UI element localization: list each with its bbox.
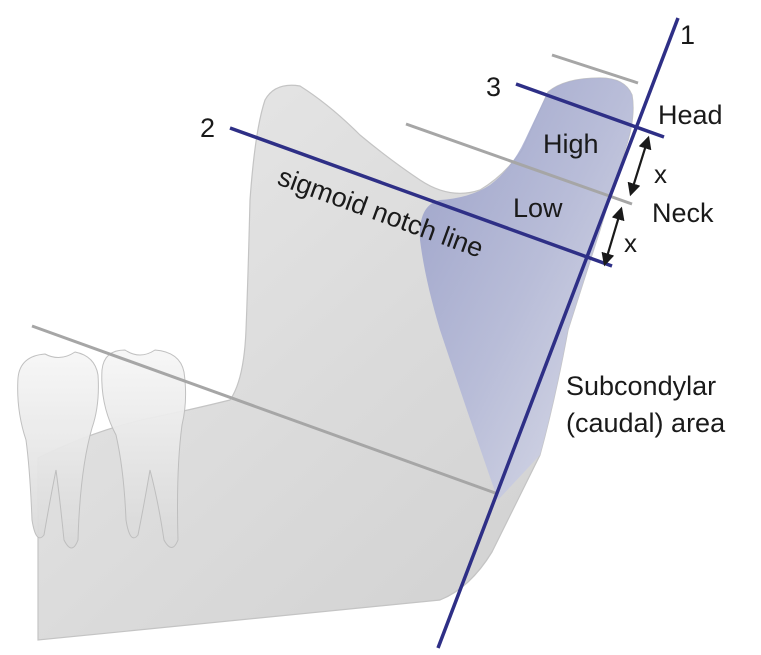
label-subcondylar: Subcondylar — [566, 371, 716, 401]
label-caudal-area: (caudal) area — [566, 408, 726, 438]
label-high: High — [543, 129, 599, 159]
label-line-1: 1 — [680, 20, 695, 50]
label-low: Low — [513, 193, 563, 223]
double-arrow-lower-icon — [606, 213, 620, 260]
label-x-lower: x — [624, 228, 637, 258]
label-head: Head — [658, 100, 723, 130]
label-x-upper: x — [654, 159, 667, 189]
label-neck: Neck — [652, 198, 714, 228]
label-line-2: 2 — [200, 113, 215, 143]
label-line-3: 3 — [486, 72, 501, 102]
double-arrow-upper-icon — [632, 142, 647, 190]
